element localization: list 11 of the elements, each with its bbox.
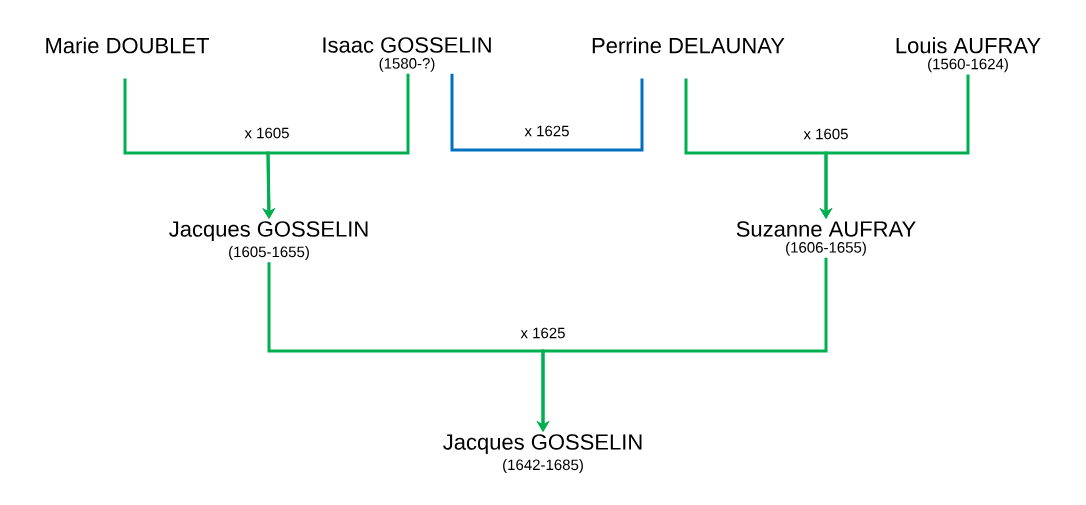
person-label: Marie DOUBLET	[46, 37, 209, 54]
person-label: Louis AUFRAY (1560-1624)	[896, 37, 1041, 73]
person-label: Jacques GOSSELIN (1605-1655)	[169, 221, 368, 261]
edge-label: x 1625	[524, 125, 569, 137]
edge-label: x 1625	[520, 327, 565, 339]
person-label: Isaac GOSSELIN (1580-?)	[323, 37, 491, 72]
edge-label: x 1605	[803, 128, 848, 140]
person-label: Perrine DELAUNAY	[592, 37, 785, 54]
person-label: Jacques GOSSELIN (1642-1685)	[443, 434, 642, 474]
edge-label: x 1605	[244, 127, 289, 139]
person-label: Suzanne AUFRAY (1606-1655)	[736, 221, 916, 256]
